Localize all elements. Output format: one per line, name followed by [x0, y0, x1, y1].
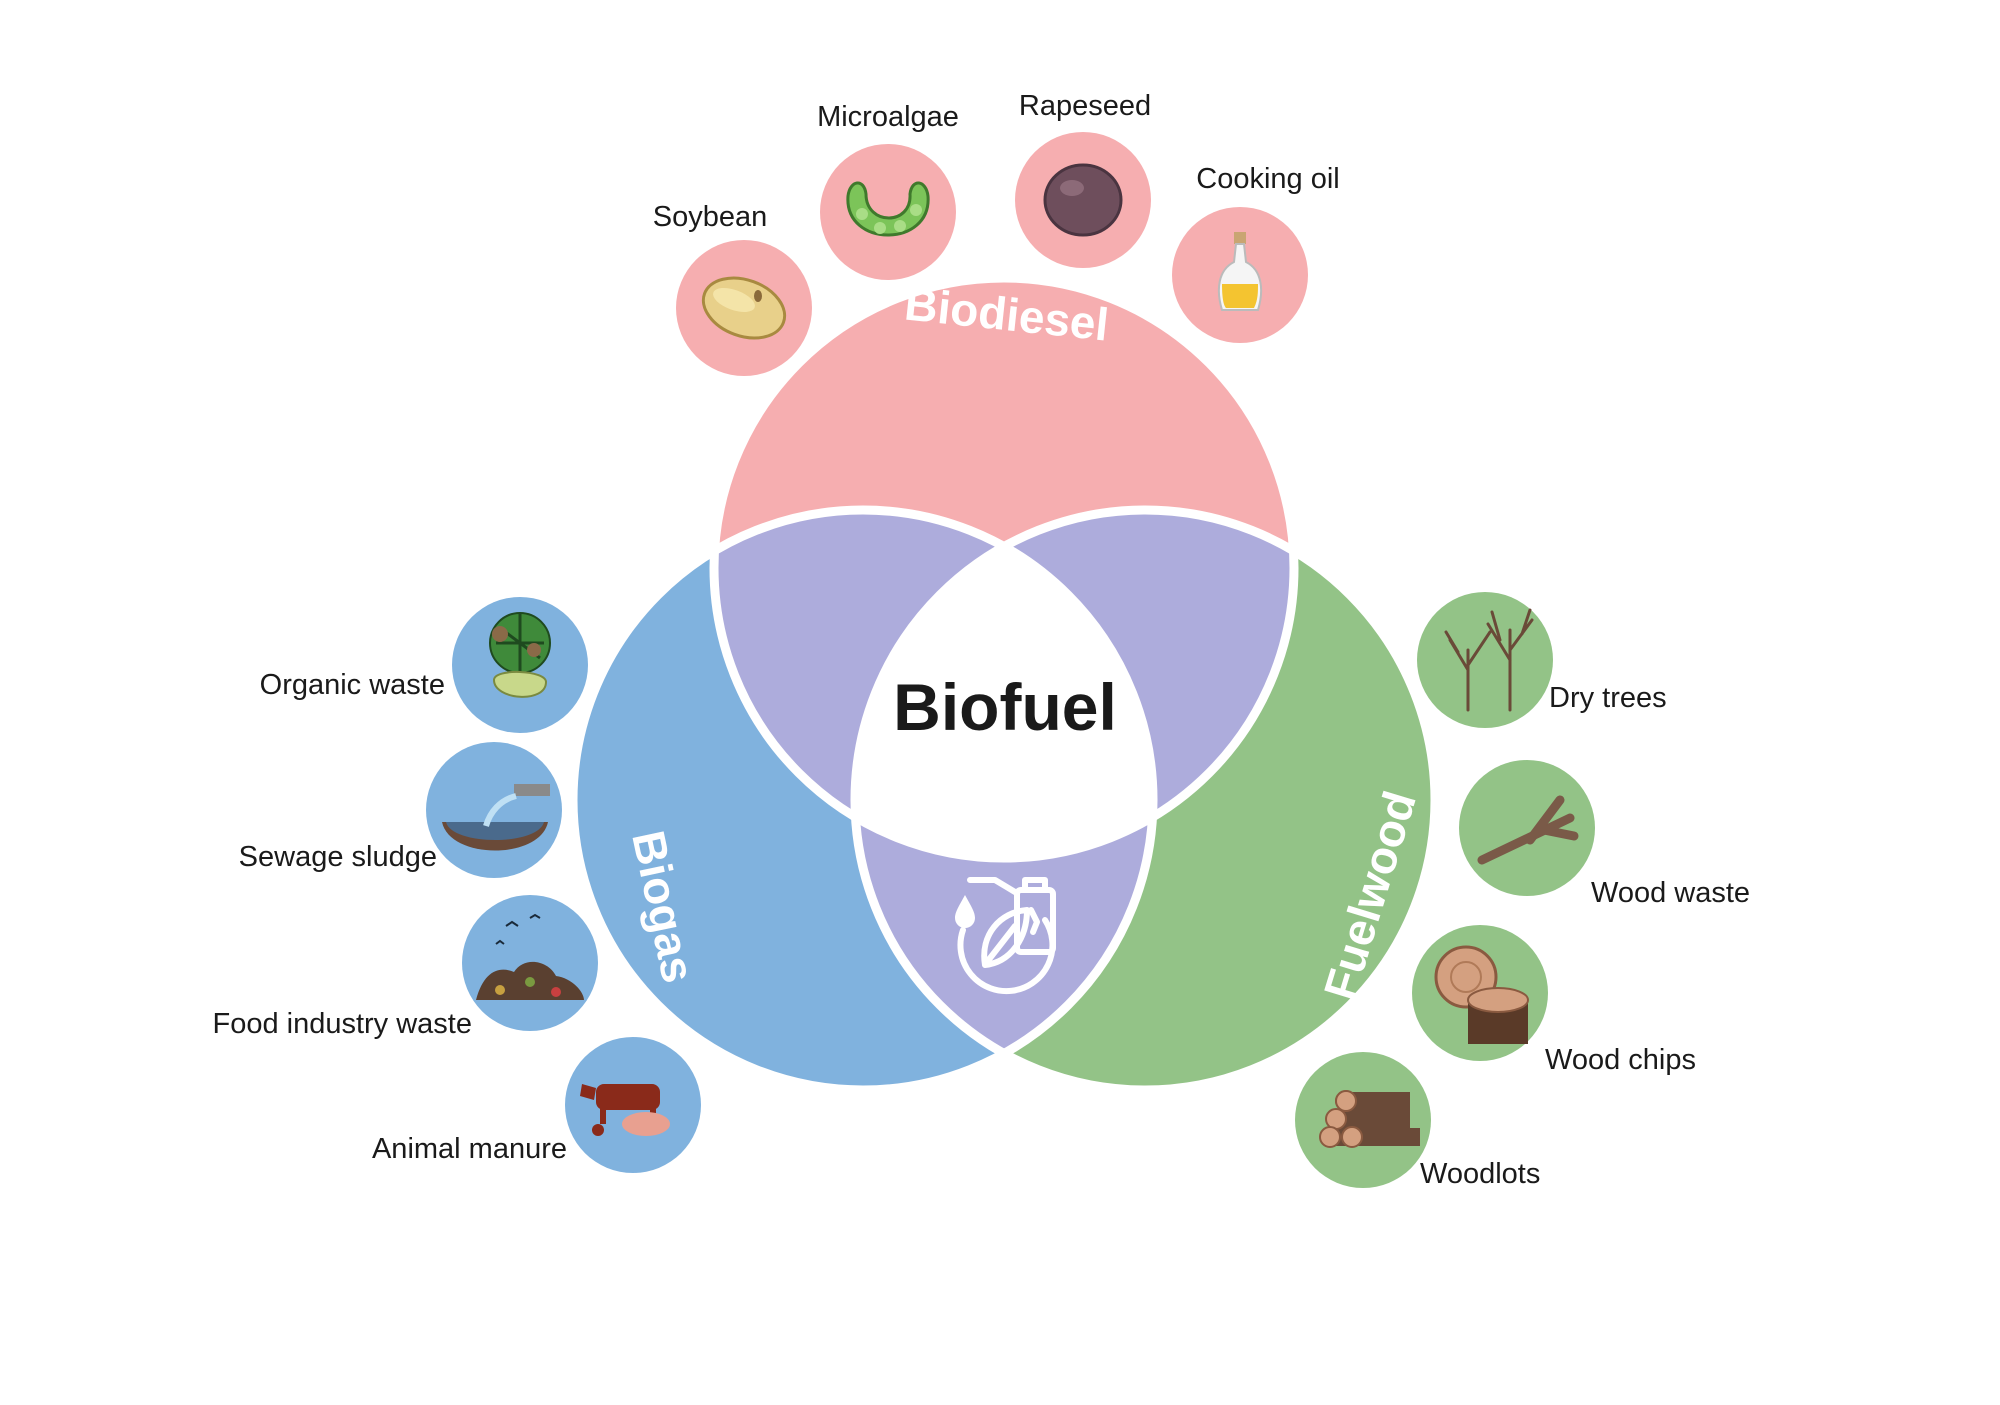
sewage-sludge-label: Sewage sludge [239, 841, 437, 873]
organic-waste-icon [489, 612, 551, 698]
soybean-label: Soybean [653, 201, 768, 233]
source-animal-manure: Animal manure [372, 1037, 701, 1173]
wood-waste-label: Wood waste [1591, 877, 1750, 909]
rapeseed-label: Rapeseed [1019, 90, 1151, 122]
cooking-oil-icon [1217, 232, 1263, 311]
soybean-icon [701, 276, 787, 340]
microalgae-label: Microalgae [817, 101, 959, 133]
woodlots-label: Woodlots [1420, 1158, 1540, 1190]
cooking-oil-label: Cooking oil [1196, 163, 1339, 195]
microalgae-icon [846, 181, 930, 237]
source-soybean: Soybean [653, 201, 812, 376]
source-woodlots: Woodlots [1295, 1052, 1540, 1190]
wood-waste-icon [1477, 795, 1579, 865]
wood-chips-label: Wood chips [1545, 1044, 1696, 1076]
source-food-industry-waste: Food industry waste [212, 895, 598, 1040]
source-organic-waste: Organic waste [260, 597, 588, 733]
source-cooking-oil: Cooking oil [1172, 163, 1340, 343]
dry-trees-label: Dry trees [1549, 682, 1667, 714]
animal-manure-icon [580, 1084, 670, 1136]
center-title: Biofuel [893, 670, 1117, 744]
food-industry-waste-icon [476, 913, 584, 1000]
source-rapeseed: Rapeseed [1015, 90, 1151, 268]
center-region [855, 510, 1153, 858]
source-sewage-sludge: Sewage sludge [239, 742, 562, 878]
source-microalgae: Microalgae [817, 101, 959, 280]
fuel-pump-leaf-icon [955, 877, 1056, 995]
animal-manure-label: Animal manure [372, 1133, 567, 1165]
organic-waste-label: Organic waste [260, 669, 445, 701]
food-industry-waste-label: Food industry waste [212, 1008, 472, 1040]
sewage-sludge-icon [442, 784, 550, 851]
source-wood-waste: Wood waste [1459, 760, 1750, 909]
wood-chips-icon [1434, 945, 1529, 1044]
rapeseed-icon [1043, 163, 1123, 237]
source-dry-trees: Dry trees [1417, 592, 1667, 728]
woodlots-icon [1319, 1090, 1420, 1148]
dry-trees-icon [1444, 608, 1534, 712]
source-wood-chips: Wood chips [1412, 925, 1696, 1076]
